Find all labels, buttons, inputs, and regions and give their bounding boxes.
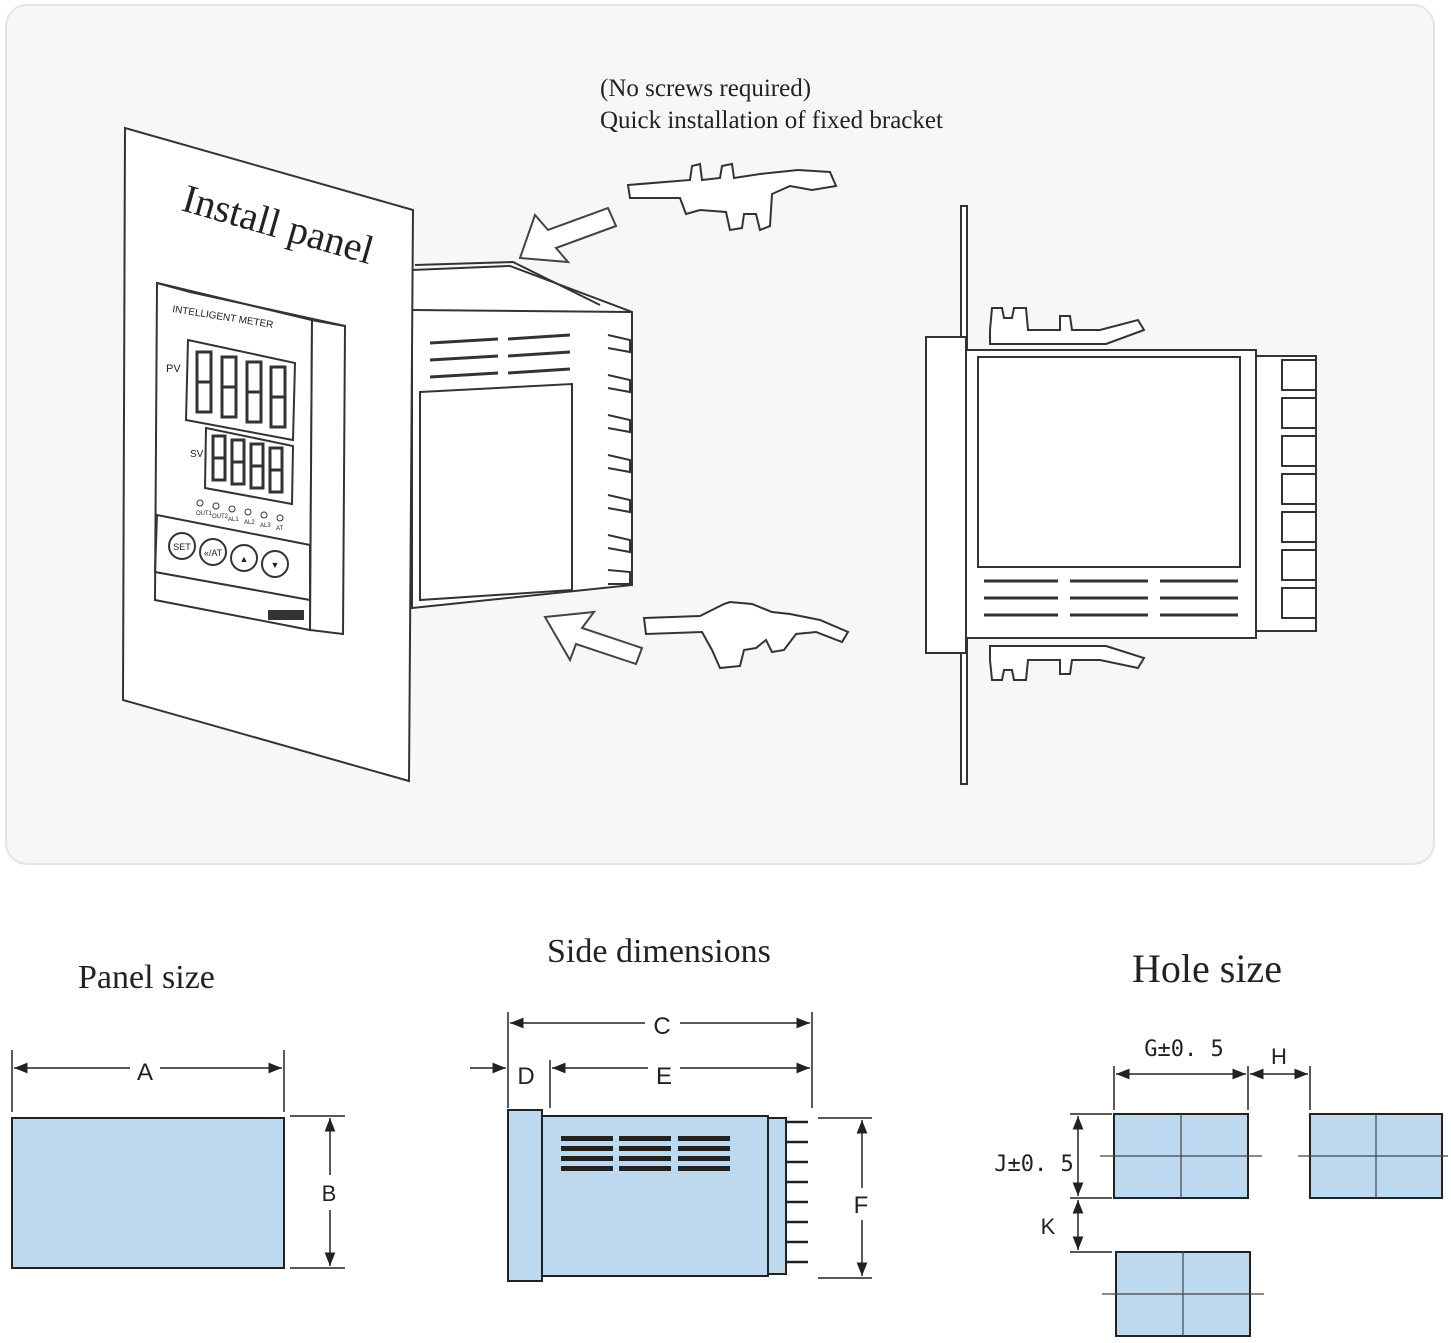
- install-note-line2: Quick installation of fixed bracket: [600, 107, 943, 134]
- hole-height-label: J±0. 5: [994, 1152, 1073, 1177]
- arrow-bottom: [543, 610, 644, 666]
- hole-size-title: Hole size: [1132, 946, 1282, 991]
- side-dim-lines: [470, 1012, 813, 1108]
- bracket-bottom: [642, 600, 850, 670]
- panel-size-width-label: A: [137, 1059, 153, 1086]
- meter-button: [199, 538, 227, 566]
- panel-size-width-dim: [11, 1050, 285, 1112]
- led-indicator: [196, 499, 204, 507]
- side-length-label: C: [653, 1013, 670, 1040]
- hole-centerlines: [1100, 1114, 1448, 1336]
- side-height-label: F: [854, 1192, 869, 1219]
- meter-pv-label: PV: [166, 363, 181, 375]
- install-note-line1: (No screws required): [600, 75, 811, 102]
- panel-size-height-dim: [290, 1115, 345, 1269]
- led-label: AL2: [244, 520, 255, 526]
- meter-button: [168, 532, 196, 560]
- brand-logo: [268, 610, 304, 620]
- side-dim-body: [507, 1109, 808, 1282]
- meter-button-label: ▲: [240, 554, 249, 564]
- hole-rects: [1113, 1113, 1443, 1337]
- pv-display-digits: [195, 350, 287, 429]
- led-indicator: [276, 514, 284, 522]
- led-indicator: [244, 508, 252, 516]
- meter-button-label: ▼: [271, 560, 280, 570]
- meter-body-3d: [411, 260, 633, 610]
- side-dimensions-title: Side dimensions: [547, 933, 771, 970]
- led-label: OUT1: [196, 511, 213, 517]
- led-label: AL3: [260, 523, 271, 529]
- meter-buttons: SET «/AT ▲ ▼: [168, 532, 289, 578]
- hole-width-label: G±0. 5: [1144, 1037, 1223, 1062]
- side-height-dim: [818, 1117, 872, 1279]
- sv-display-digits: [211, 434, 284, 494]
- led-indicator: [228, 505, 236, 513]
- hole-gap-h-label: H: [1271, 1044, 1287, 1069]
- meter-sv-label: SV: [190, 449, 204, 460]
- meter-side-view: [925, 205, 1317, 785]
- bracket-top: [626, 162, 838, 232]
- hole-dim-lines: [1070, 1066, 1311, 1253]
- meter-button-label: SET: [173, 542, 191, 552]
- panel-size-rect: [11, 1117, 285, 1269]
- meter-button: [261, 550, 289, 578]
- led-indicator: [212, 502, 220, 510]
- side-bezel-label: D: [517, 1063, 534, 1090]
- led-label: AT: [276, 526, 284, 532]
- arrow-top: [518, 206, 618, 264]
- side-body-label: E: [656, 1063, 672, 1090]
- led-label: OUT2: [212, 514, 229, 520]
- led-indicator: [260, 511, 268, 519]
- panel-size-title: Panel size: [78, 959, 215, 996]
- meter-button-label: «/AT: [204, 548, 223, 558]
- meter-button: [230, 544, 258, 572]
- led-label: AL1: [228, 517, 239, 523]
- hole-gap-v-label: K: [1041, 1214, 1056, 1239]
- panel-size-height-label: B: [322, 1181, 337, 1206]
